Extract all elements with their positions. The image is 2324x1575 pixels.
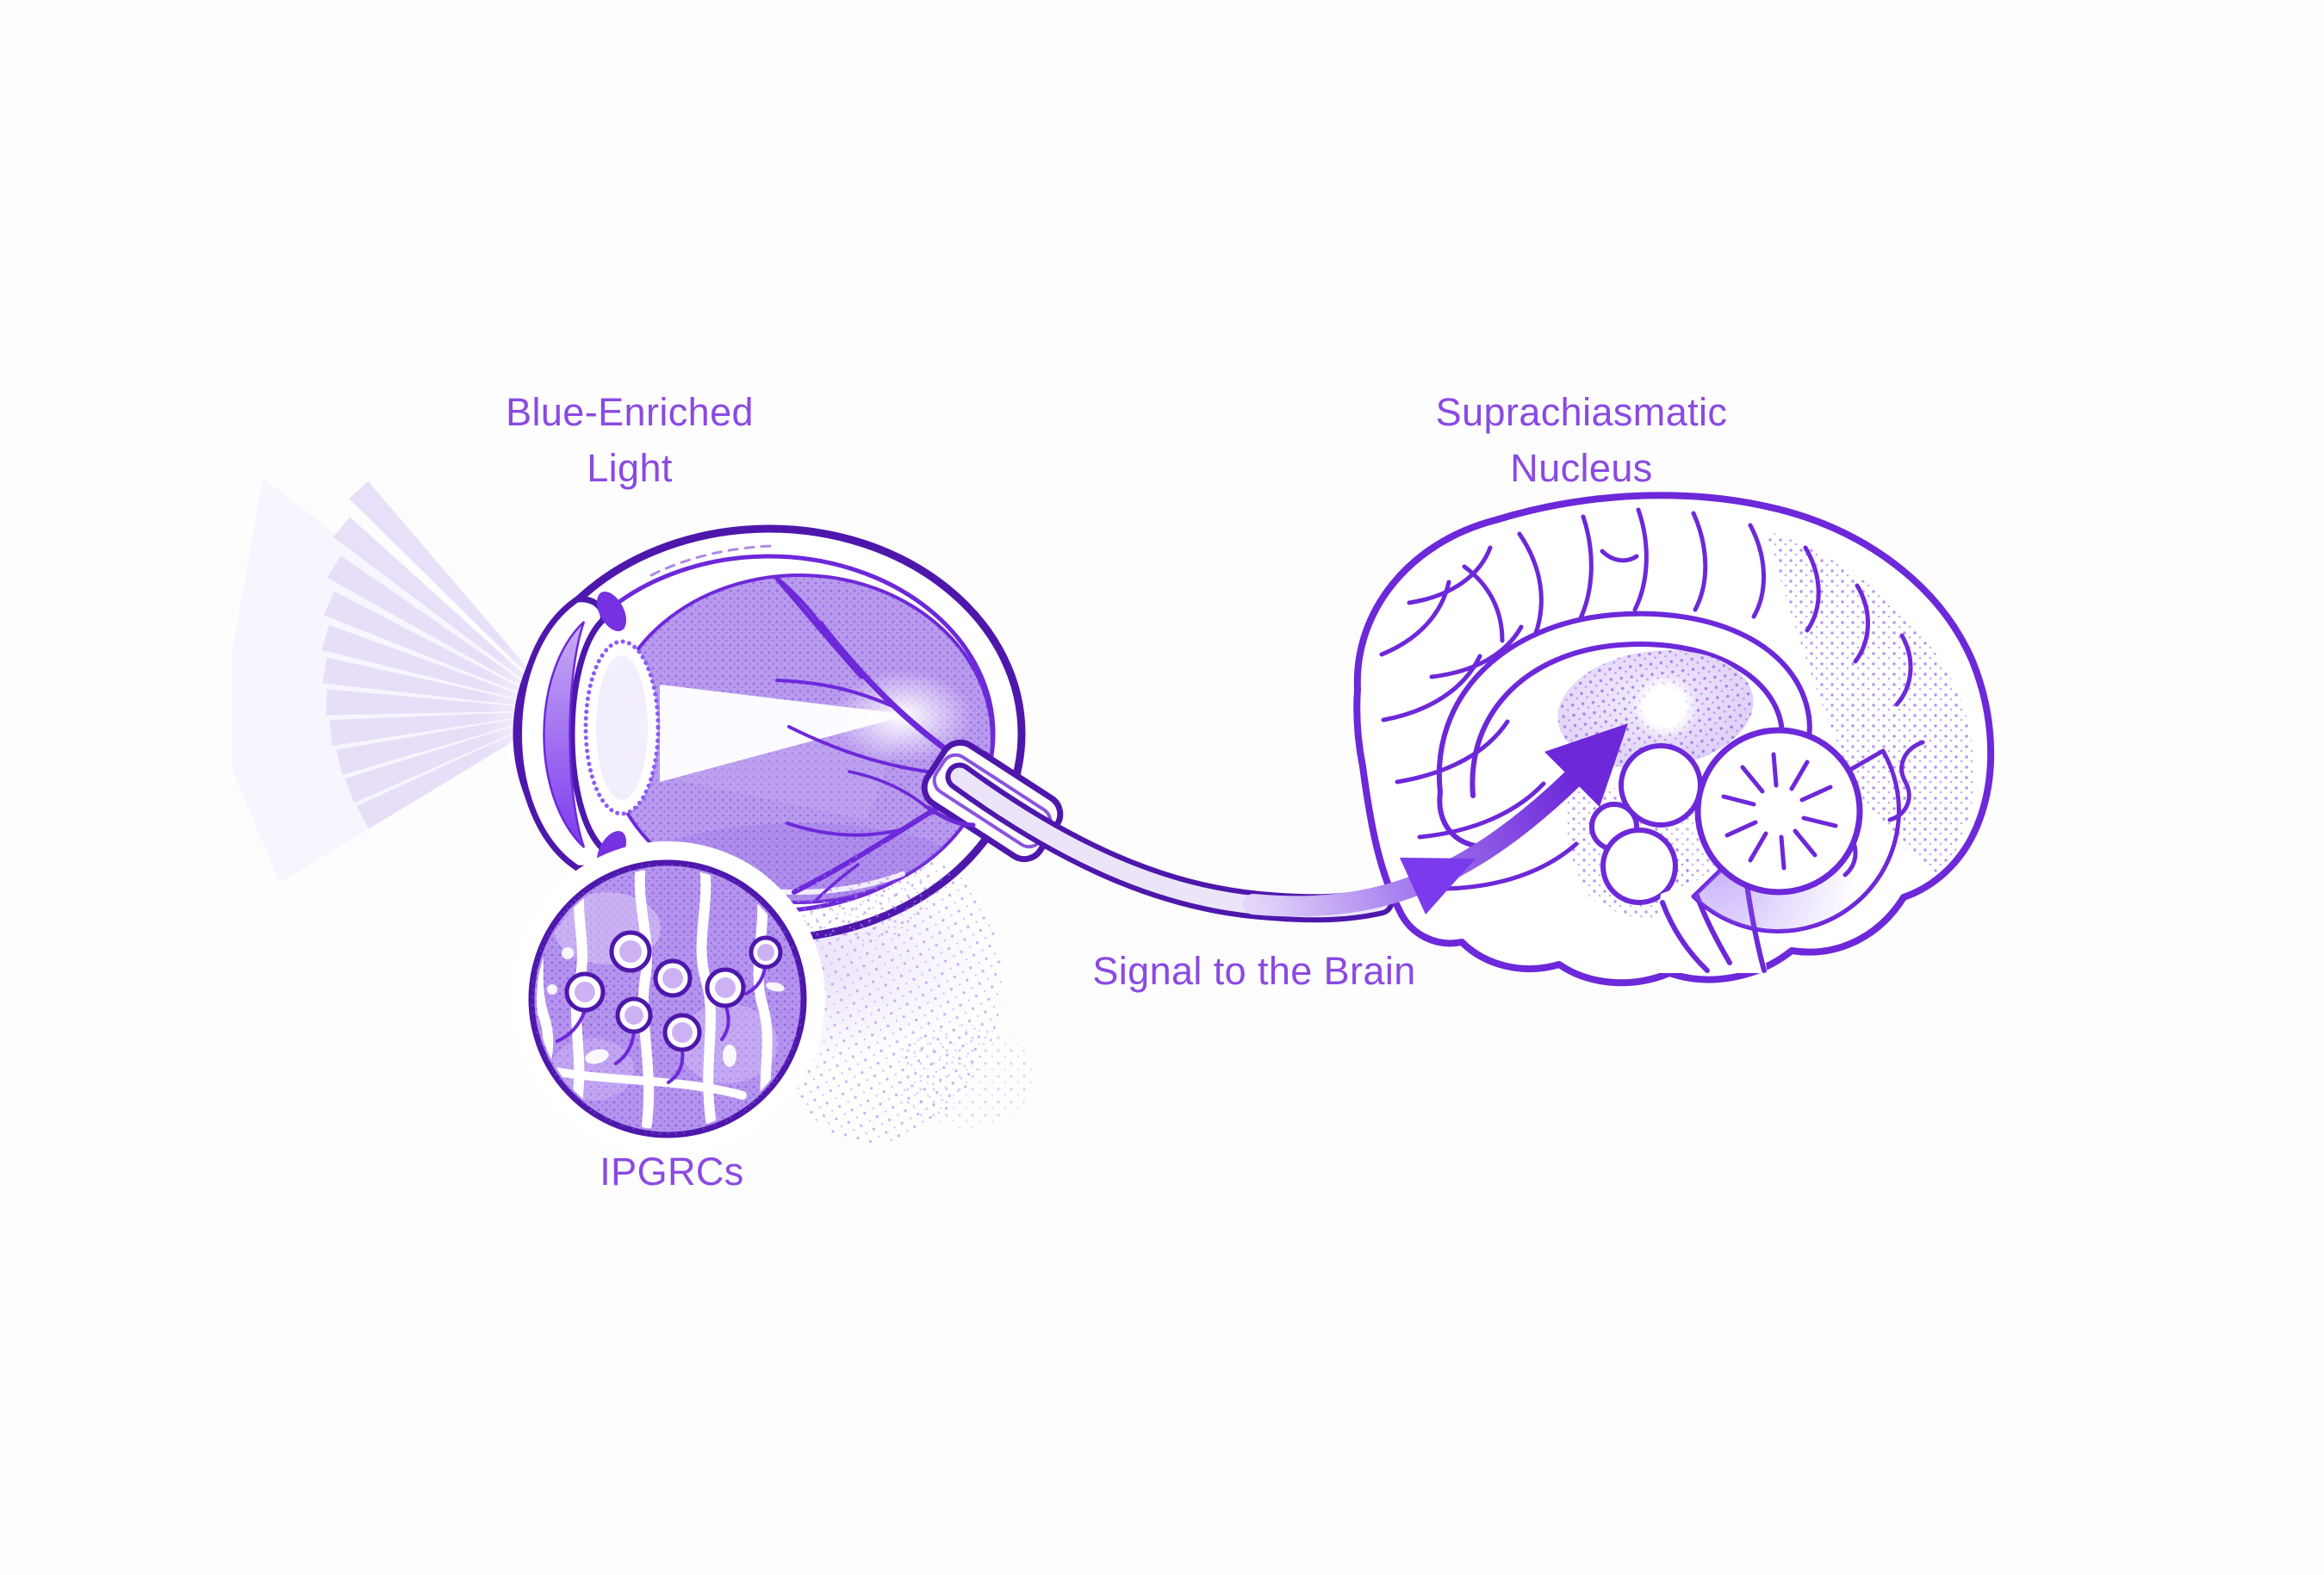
brain-diagram: [1353, 492, 1995, 987]
scn-highlight: [1632, 674, 1698, 740]
cell-stems: [556, 965, 767, 1084]
label-signal-to-brain: Signal to the Brain: [1092, 949, 1416, 993]
label-blue-enriched-light: Blue-Enriched Light: [506, 390, 754, 491]
arrowhead-mid-icon: [1400, 858, 1476, 915]
signal-arrow: [1243, 723, 1628, 917]
label-suprachiasmatic-nucleus: Suprachiasmatic Nucleus: [1435, 390, 1728, 491]
ipgrc-cells: [564, 930, 783, 1052]
eye-diagram: [513, 524, 1026, 943]
label-ipgrcs: IPGRCs: [600, 1150, 744, 1194]
optic-nerve: [921, 739, 1395, 923]
cell-specks: [523, 947, 785, 1067]
lens: [583, 639, 661, 816]
iris: [543, 621, 586, 848]
magnifier-halo: [510, 841, 825, 1156]
ciliary-body-top: [596, 591, 627, 632]
occipital-stipple: [1766, 530, 1974, 875]
stipple-spray: [772, 840, 1034, 1144]
ipgrc-magnifier: [510, 841, 825, 1156]
pons: [1600, 828, 1678, 905]
arrowhead-icon: [1544, 723, 1628, 807]
cerebellum-starburst: [1721, 752, 1838, 871]
cerebellum: [1694, 727, 1863, 896]
